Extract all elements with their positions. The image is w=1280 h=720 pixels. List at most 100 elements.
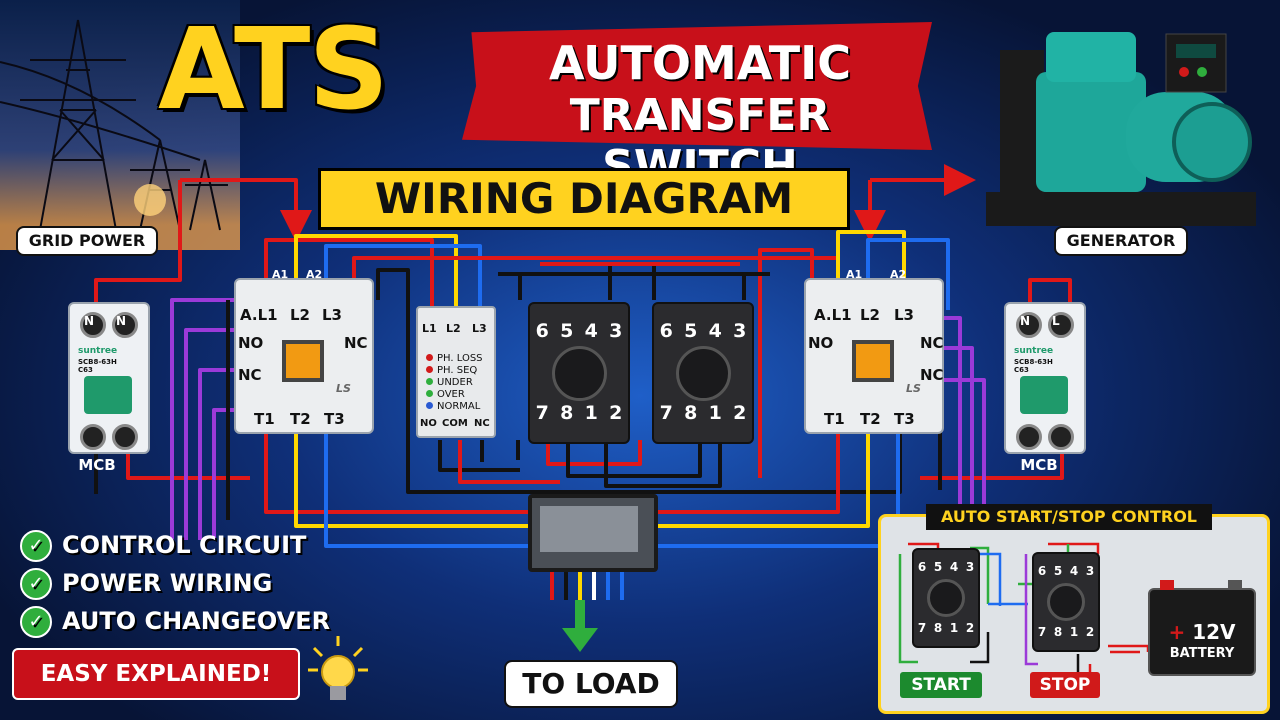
relay-pin-label: 7 [535, 402, 549, 424]
relay-pin-label: 3 [965, 560, 975, 574]
contactor-right: A1 A2 A.L1 L2 L3 NO NC NC LS T1 T2 T3 [804, 268, 944, 434]
power-tower-icon [0, 0, 240, 250]
mcb-left-toggle [84, 376, 132, 414]
relay-pin-label: 2 [965, 621, 975, 635]
mcb-left-label: MCB [78, 456, 116, 474]
mcb-left-n2: N [116, 314, 127, 328]
contactor-right-nc-1: NC [920, 334, 944, 352]
feature-power-wiring: ✓ POWER WIRING [20, 568, 272, 600]
generator-icon [986, 32, 1256, 226]
relay-pin-label: 4 [584, 320, 598, 342]
relay-pin-label: 3 [609, 320, 623, 342]
indicator-label: NORMAL [437, 401, 481, 412]
stop-button[interactable]: STOP [1030, 672, 1100, 698]
contactor-left-l1: A.L1 [240, 306, 278, 324]
battery-terminal-pos [1160, 580, 1174, 590]
contactor-right-window [852, 340, 894, 382]
relay-socket [551, 345, 607, 401]
relay-pin-label: 8 [1053, 625, 1063, 639]
battery-icon: + 12V BATTERY [1148, 580, 1256, 676]
contactor-left-a2: A2 [306, 268, 323, 281]
relay-pin-label: 5 [684, 320, 698, 342]
check-icon: ✓ [20, 606, 52, 638]
contactor-left-brand: LS [336, 382, 351, 395]
monitor-no: NO [420, 418, 437, 429]
feature-label: POWER WIRING [62, 569, 273, 597]
contactor-left-l3: L3 [322, 306, 342, 324]
indicator-led-icon [426, 354, 433, 361]
title-ats: ATS [158, 5, 389, 135]
contactor-right-a2: A2 [890, 268, 907, 281]
relay-pin-label: 4 [708, 320, 722, 342]
start-button[interactable]: START [900, 672, 982, 698]
battery-terminal-neg [1228, 580, 1242, 590]
relay-pin-label: 8 [933, 621, 943, 635]
monitor-l1: L1 [422, 322, 437, 335]
mcb-right-terminal-2 [1048, 312, 1074, 338]
mcb-left-brand: suntree [78, 346, 118, 356]
check-icon: ✓ [20, 568, 52, 600]
relay-pin-label: 4 [1069, 564, 1079, 578]
lightbulb-icon [308, 636, 368, 700]
relay-socket [1047, 583, 1085, 621]
relay-socket [927, 579, 965, 617]
contactor-right-nc-2: NC [920, 366, 944, 384]
battery-voltage: + 12V [1150, 620, 1254, 644]
mcb-left-model: SCB8-63H [78, 358, 117, 366]
relay-pin-label: 5 [560, 320, 574, 342]
contactor-right-a1: A1 [846, 268, 863, 281]
mcb-right-model: SCB8-63H [1014, 358, 1053, 366]
relay-pin-label: 7 [917, 621, 927, 635]
panel-title: AUTO START/STOP CONTROL [926, 504, 1212, 530]
mcb-left-terminal-3 [80, 424, 106, 450]
indicator-label: PH. LOSS [437, 353, 483, 364]
relay-pin-label: 2 [1085, 625, 1095, 639]
relay-pin-label: 7 [659, 402, 673, 424]
relay-pin-label: 6 [1037, 564, 1047, 578]
relay-pin-label: 1 [584, 402, 598, 424]
mcb-left-n1: N [84, 314, 95, 328]
contactor-left-nc-right: NC [344, 334, 368, 352]
generator-label: GENERATOR [1054, 226, 1188, 256]
contactor-right-brand: LS [906, 382, 921, 395]
monitor-indicator: UNDER [426, 370, 473, 389]
contactor-right-l2: L2 [860, 306, 880, 324]
subtitle-wiring-diagram: WIRING DIAGRAM [318, 168, 850, 230]
contactor-left-t2: T2 [290, 410, 311, 428]
relay-pin-label: 6 [535, 320, 549, 342]
relay-pin-label: 1 [708, 402, 722, 424]
indicator-led-icon [426, 390, 433, 397]
feature-label: CONTROL CIRCUIT [62, 531, 307, 559]
mcb-left-terminal-4 [112, 424, 138, 450]
battery-plus: + [1168, 620, 1186, 644]
relay-pin-label: 3 [733, 320, 747, 342]
contactor-left-window [282, 340, 324, 382]
mcb-right-brand: suntree [1014, 346, 1054, 356]
monitor-nc: NC [474, 418, 490, 429]
monitor-indicator: PH. LOSS [426, 346, 483, 365]
contactor-left-no: NO [238, 334, 264, 352]
easy-explained-badge: EASY EXPLAINED! [12, 648, 300, 700]
contactor-left-t1: T1 [254, 410, 275, 428]
relay-pin-label: 2 [733, 402, 747, 424]
check-icon: ✓ [20, 530, 52, 562]
relay-pin-label: 8 [560, 402, 574, 424]
mcb-right-label: MCB [1020, 456, 1058, 474]
relay-pin-label: 3 [1085, 564, 1095, 578]
contactor-right-t1: T1 [824, 410, 845, 428]
contactor-left-nc-left: NC [238, 366, 262, 384]
monitor-indicator: NORMAL [426, 394, 480, 413]
relay-pin-label: 1 [949, 621, 959, 635]
mcb-left-terminal-1 [80, 312, 106, 338]
contactor-right-l1: A.L1 [814, 306, 852, 324]
indicator-led-icon [426, 378, 433, 385]
relay-pin-label: 7 [1037, 625, 1047, 639]
contactor-left-l2: L2 [290, 306, 310, 324]
indicator-label: UNDER [437, 377, 473, 388]
grid-power-label: GRID POWER [16, 226, 158, 256]
